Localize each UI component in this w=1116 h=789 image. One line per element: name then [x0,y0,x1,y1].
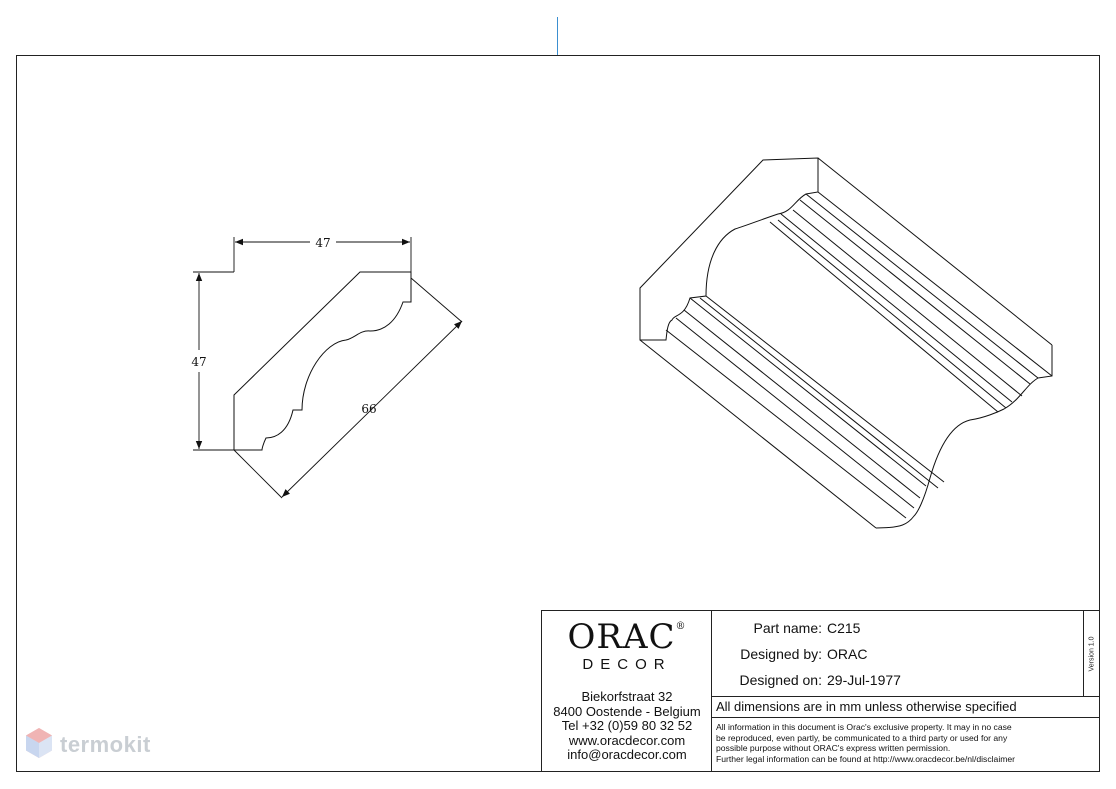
profile-section [233,271,412,451]
legal-line: possible purpose without ORAC's express … [716,743,951,754]
isometric-view [639,157,1053,529]
iso-front-face [639,157,819,341]
dimension-diagonal-label: 66 [361,402,376,416]
dimension-width [233,237,412,272]
termokit-watermark: termokit [24,724,151,766]
logo-subtitle: DECOR [582,656,672,673]
dimension-height [193,271,234,451]
dimensions-note: All dimensions are in mm unless otherwis… [716,699,1017,714]
dimension-height-label: 47 [191,355,206,369]
legal-line: All information in this document is Orac… [716,722,1012,732]
designed-by-label: Designed by: [740,646,822,662]
dimension-diagonal [233,277,463,499]
sheet-top-marker [557,17,558,55]
registered-mark: ® [675,621,687,632]
address-phone: Tel +32 (0)59 80 32 52 [561,718,693,733]
address-city: 8400 Oostende - Belgium [553,703,701,719]
part-name-label: Part name: [753,620,822,636]
designed-on-value: 29-Jul-1977 [827,672,901,688]
title-divider-2 [712,717,1100,718]
logo-name: ORAC [567,617,676,657]
legal-line: be reproduced, even partly, be communica… [716,732,1008,743]
designed-on-label: Designed on: [739,672,822,688]
orac-logo: ORAC® [542,617,712,657]
company-address: Biekorfstraat 32 8400 Oostende - Belgium… [542,689,712,763]
title-divider-1 [712,696,1100,697]
watermark-text: termokit [60,732,151,757]
legal-line: Further legal information can be found a… [716,753,1016,764]
part-info-panel: Part name: C215 Designed by: ORAC Design… [712,611,1084,771]
version-cell: Version 1.0 [1083,611,1099,696]
address-street: Biekorfstraat 32 [581,689,673,704]
hexagon-cube-icon [26,728,52,758]
title-block: ORAC® DECOR Biekorfstraat 32 8400 Oosten… [541,610,1100,772]
legal-notice: All information in this document is Orac… [716,722,1100,764]
dimension-width-label: 47 [315,236,330,250]
company-panel: ORAC® DECOR Biekorfstraat 32 8400 Oosten… [542,611,712,771]
address-email: info@oracdecor.com [567,747,687,762]
notes-panel: All dimensions are in mm unless otherwis… [712,611,1100,771]
designed-by-value: ORAC [827,646,868,662]
iso-back-face [875,345,1053,529]
part-name-value: C215 [827,620,861,636]
profile-outline [233,271,412,451]
address-website: www.oracdecor.com [568,732,686,748]
